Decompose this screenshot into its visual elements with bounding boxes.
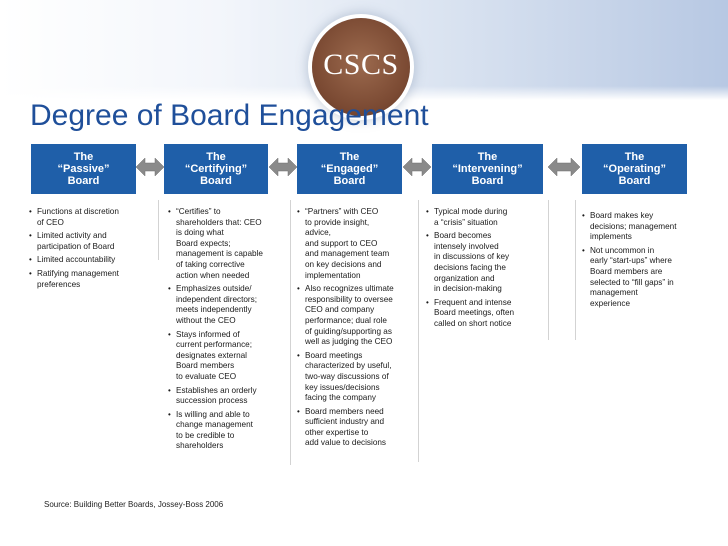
column-divider <box>548 200 549 340</box>
engaged-board-column: “Partners” with CEO to provide insight, … <box>297 207 417 452</box>
bullet-list: Typical mode during a “crisis” situation… <box>426 207 544 330</box>
source-citation: Source: Building Better Boards, Jossey-B… <box>44 500 224 509</box>
intervening-board-label: The “Intervening” Board <box>452 151 523 187</box>
list-item: Is willing and able to change management… <box>168 410 288 452</box>
list-item: Also recognizes ultimate responsibility … <box>297 284 417 348</box>
certifying-board-label: The “Certifying” Board <box>184 151 248 187</box>
operating-board-column: Board makes key decisions; management im… <box>582 211 700 312</box>
list-item: Establishes an orderly succession proces… <box>168 386 288 407</box>
double-arrow-icon <box>548 157 580 177</box>
bullet-list: “Certifies” to shareholders that: CEO is… <box>168 207 288 452</box>
list-item: Frequent and intense Board meetings, oft… <box>426 298 544 330</box>
operating-board-label: The “Operating” Board <box>603 151 666 187</box>
list-item: Limited accountability <box>29 255 157 266</box>
list-item: Limited activity and participation of Bo… <box>29 231 157 252</box>
logo-text: CSCS <box>323 48 399 81</box>
bullet-list: Board makes key decisions; management im… <box>582 211 700 309</box>
intervening-board-box: The “Intervening” Board <box>432 144 543 194</box>
list-item: Functions at discretion of CEO <box>29 207 157 228</box>
list-item: “Partners” with CEO to provide insight, … <box>297 207 417 281</box>
passive-board-label: The “Passive” Board <box>57 151 110 187</box>
slide-title: Degree of Board Engagement <box>30 99 429 132</box>
certifying-board-box: The “Certifying” Board <box>164 144 268 194</box>
list-item: Ratifying management preferences <box>29 269 157 290</box>
list-item: Typical mode during a “crisis” situation <box>426 207 544 228</box>
column-divider <box>158 200 159 260</box>
operating-board-box: The “Operating” Board <box>582 144 687 194</box>
list-item: Board members need sufficient industry a… <box>297 407 417 449</box>
double-arrow-icon <box>136 157 164 177</box>
column-divider <box>290 200 291 465</box>
list-item: Not uncommon in early “start-ups” where … <box>582 246 700 310</box>
list-item: “Certifies” to shareholders that: CEO is… <box>168 207 288 281</box>
bullet-list: Functions at discretion of CEO Limited a… <box>29 207 157 290</box>
column-divider <box>418 200 419 462</box>
passive-board-box: The “Passive” Board <box>31 144 136 194</box>
certifying-board-column: “Certifies” to shareholders that: CEO is… <box>168 207 288 455</box>
list-item: Board makes key decisions; management im… <box>582 211 700 243</box>
list-item: Board becomes intensely involved in disc… <box>426 231 544 295</box>
list-item: Stays informed of current performance; d… <box>168 330 288 383</box>
double-arrow-icon <box>269 157 297 177</box>
intervening-board-column: Typical mode during a “crisis” situation… <box>426 207 544 333</box>
list-item: Emphasizes outside/ independent director… <box>168 284 288 326</box>
cscs-logo: CSCS <box>312 18 410 116</box>
double-arrow-icon <box>403 157 431 177</box>
bullet-list: “Partners” with CEO to provide insight, … <box>297 207 417 449</box>
engaged-board-box: The “Engaged” Board <box>297 144 402 194</box>
column-divider <box>575 200 576 340</box>
engaged-board-label: The “Engaged” Board <box>320 151 379 187</box>
list-item: Board meetings characterized by useful, … <box>297 351 417 404</box>
passive-board-column: Functions at discretion of CEO Limited a… <box>29 207 157 293</box>
